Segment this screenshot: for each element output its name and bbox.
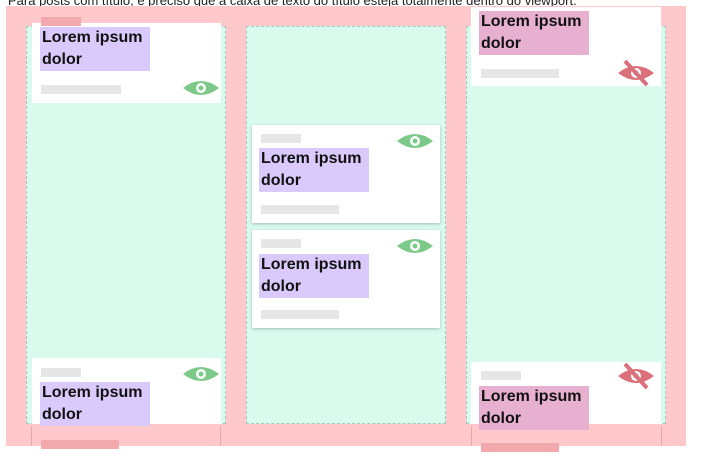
card-1-2: Lorem ipsum dolor <box>32 358 221 426</box>
card-meta-bar <box>261 239 301 248</box>
card-meta-bar <box>481 69 559 78</box>
card-meta-bar <box>481 371 521 380</box>
card-meta-bar <box>261 205 339 214</box>
eye-off-icon <box>618 59 654 87</box>
card-title: Lorem ipsum dolor <box>259 254 369 298</box>
card-3-2: Lorem ipsum dolor <box>471 362 661 430</box>
card-2-1: Lorem ipsum dolor <box>252 125 440 223</box>
card-3-1: Lorem ipsum dolor <box>471 7 661 87</box>
card-stub <box>41 17 81 26</box>
card-2-2: Lorem ipsum dolor <box>252 230 440 328</box>
card-meta-bar <box>261 310 339 319</box>
eye-icon <box>397 134 433 148</box>
card-meta-bar <box>261 134 301 143</box>
caption: Para posts com título, é preciso que a c… <box>8 0 577 8</box>
card-title: Lorem ipsum dolor <box>40 27 150 71</box>
card-title: Lorem ipsum dolor <box>479 11 589 55</box>
card-title: Lorem ipsum dolor <box>40 382 150 426</box>
eye-icon <box>183 81 219 95</box>
card-overflow-stub <box>481 443 559 452</box>
column-1: Lorem ipsum dolor Lorem ipsum dolor <box>26 17 226 449</box>
column-2: Lorem ipsum dolor Lorem ipsum dolor <box>246 26 446 424</box>
eye-icon <box>183 367 219 381</box>
column-3: Lorem ipsum dolor Lorem ipsum dolor <box>466 7 666 452</box>
overflow-edge <box>471 426 472 446</box>
card-meta-bar <box>41 368 81 377</box>
card-title: Lorem ipsum dolor <box>259 148 369 192</box>
card-overflow-stub <box>41 440 119 449</box>
card-1-1: Lorem ipsum dolor <box>32 17 221 103</box>
overflow-edge <box>220 426 221 446</box>
overflow-edge <box>661 426 662 446</box>
viewport-frame: Lorem ipsum dolor Lorem ipsum dolor <box>6 6 686 452</box>
eye-icon <box>397 239 433 253</box>
eye-off-icon <box>618 362 654 390</box>
card-title: Lorem ipsum dolor <box>479 386 589 430</box>
overflow-edge <box>31 426 32 446</box>
card-meta-bar <box>41 85 121 94</box>
